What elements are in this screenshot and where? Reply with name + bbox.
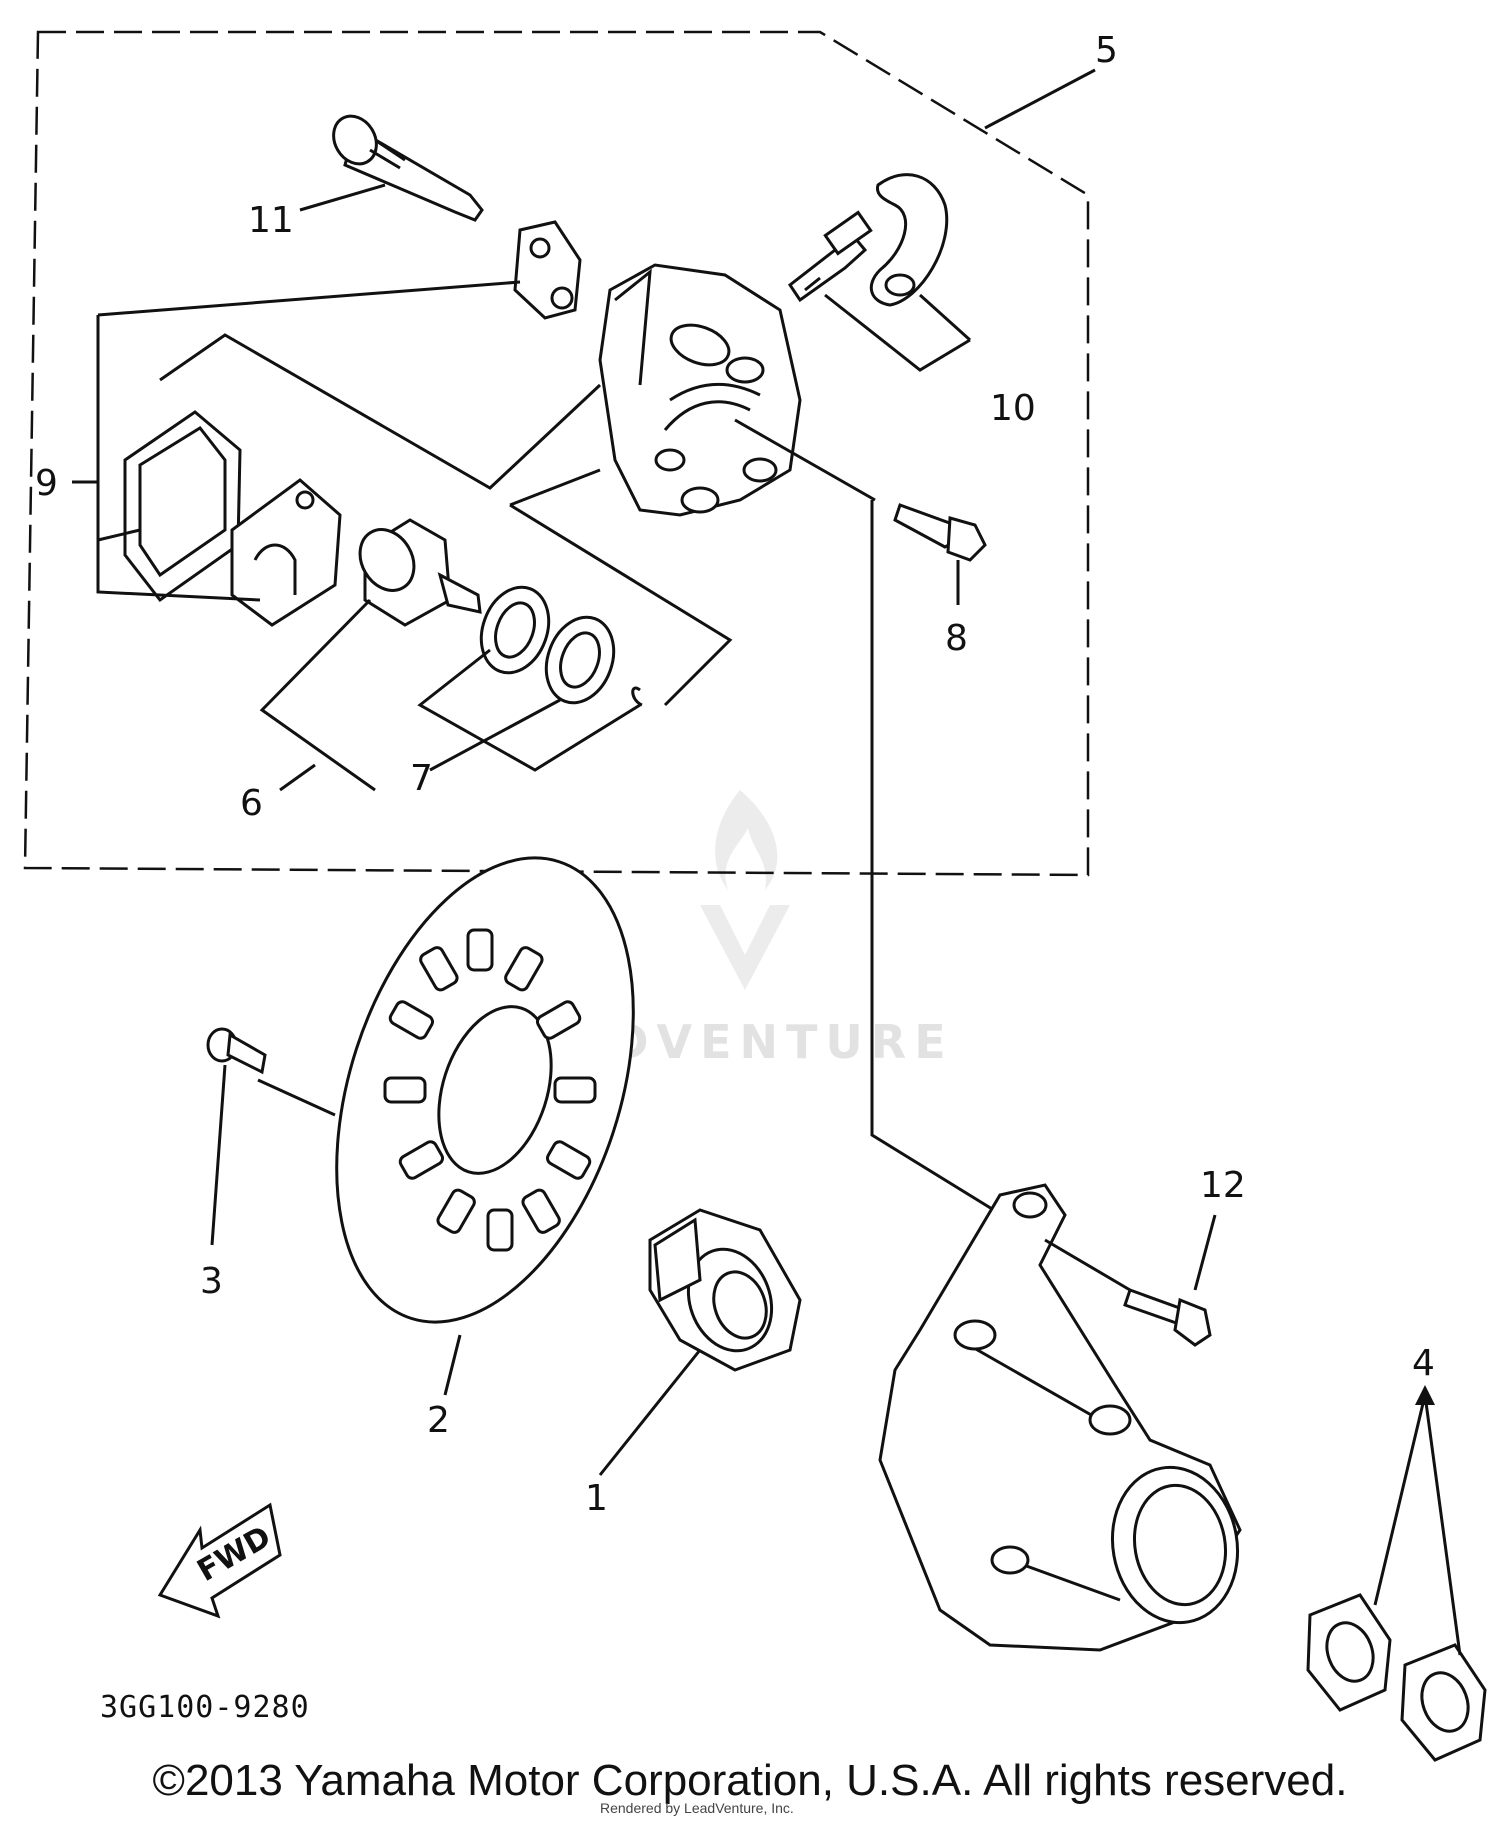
disc-slot: [535, 1000, 582, 1040]
leader-6-bracket: [259, 598, 376, 792]
caliper-assembly-boundary: [23, 30, 1090, 877]
leader-4b: [1423, 1394, 1462, 1656]
piston-seal: [479, 585, 551, 675]
bracket-bolt-line: [1044, 1238, 1131, 1292]
leader-5: [984, 68, 1096, 130]
callout-7: 7: [410, 758, 433, 799]
callout-12: 12: [1200, 1165, 1246, 1206]
disc-slot: [466, 928, 494, 972]
leader-1: [598, 1349, 702, 1476]
disc-slot: [504, 946, 544, 992]
caliper-pin-bolt: [332, 114, 484, 222]
leader-7-bracket: [417, 648, 641, 772]
caliper-to-bolt-line: [734, 418, 876, 502]
forward-arrow-icon: FWD: [157, 1502, 282, 1619]
disc-slot: [545, 1140, 592, 1180]
leader-4a: [1373, 1394, 1427, 1606]
brake-pad-inner: [230, 478, 342, 627]
brake-disc: [335, 856, 635, 1324]
disc-slot: [553, 1076, 597, 1104]
circlip: [631, 686, 643, 707]
callout-1: 1: [585, 1478, 608, 1519]
leader-10b: [918, 293, 972, 342]
disc-bolt: [206, 1027, 267, 1075]
leader-11: [299, 183, 386, 212]
disc-slot: [383, 1076, 427, 1104]
leader-7-b: [429, 698, 561, 772]
rendered-by-note: Rendered by LeadVenture, Inc.: [600, 1800, 794, 1816]
axle-nut-a: [1306, 1593, 1392, 1712]
disc-slot: [521, 1188, 561, 1234]
leader-12: [1193, 1214, 1217, 1291]
callout-3: 3: [200, 1261, 223, 1302]
callout-9: 9: [35, 463, 58, 504]
callout-8: 8: [945, 618, 968, 659]
piston-guide-line-b: [509, 503, 733, 707]
bracket-bolt: [1123, 1288, 1212, 1347]
callout-5: 5: [1095, 30, 1118, 71]
disc-slot: [388, 1000, 435, 1040]
callout-2: 2: [427, 1400, 450, 1441]
disc-slot: [486, 1208, 514, 1252]
caliper-to-bracket-line: [870, 500, 1011, 1222]
leader-6: [279, 763, 316, 792]
leader-9-mid: [97, 528, 141, 542]
bleed-screw: [787, 210, 873, 303]
caliper-bolt: [893, 503, 987, 562]
copyright-notice: ©2013 Yamaha Motor Corporation, U.S.A. A…: [152, 1756, 1348, 1805]
caliper-pin-bracket: [513, 220, 582, 320]
pad-guide-line: [159, 333, 602, 490]
leader-9-top: [97, 280, 521, 317]
callout-10: 10: [990, 388, 1036, 429]
leader-3: [210, 1064, 227, 1246]
caliper-piston: [358, 518, 482, 627]
disc-bolt-line: [257, 1078, 336, 1117]
brake-pad-outer: [123, 410, 242, 603]
disc-slot: [436, 1188, 476, 1234]
piston-guide-line-a: [509, 468, 601, 507]
callout-6: 6: [240, 783, 263, 824]
callout-11: 11: [248, 200, 294, 241]
dust-seal: [544, 615, 616, 705]
leader-9-bracket: [96, 315, 261, 602]
axle-nut-b: [1400, 1643, 1487, 1762]
disc-slot: [419, 946, 459, 992]
caliper-body: [598, 263, 802, 517]
callout-4: 4: [1412, 1343, 1435, 1384]
watermark-logo-icon: [700, 790, 790, 990]
caliper-bracket-housing: [878, 1183, 1242, 1652]
bleed-screw-cap: [869, 173, 949, 307]
wheel-hub: [648, 1208, 802, 1372]
disc-slot: [398, 1140, 445, 1180]
diagram-code: 3GG100-9280: [100, 1690, 310, 1725]
leader-10: [824, 293, 971, 372]
leader-2: [443, 1334, 462, 1396]
